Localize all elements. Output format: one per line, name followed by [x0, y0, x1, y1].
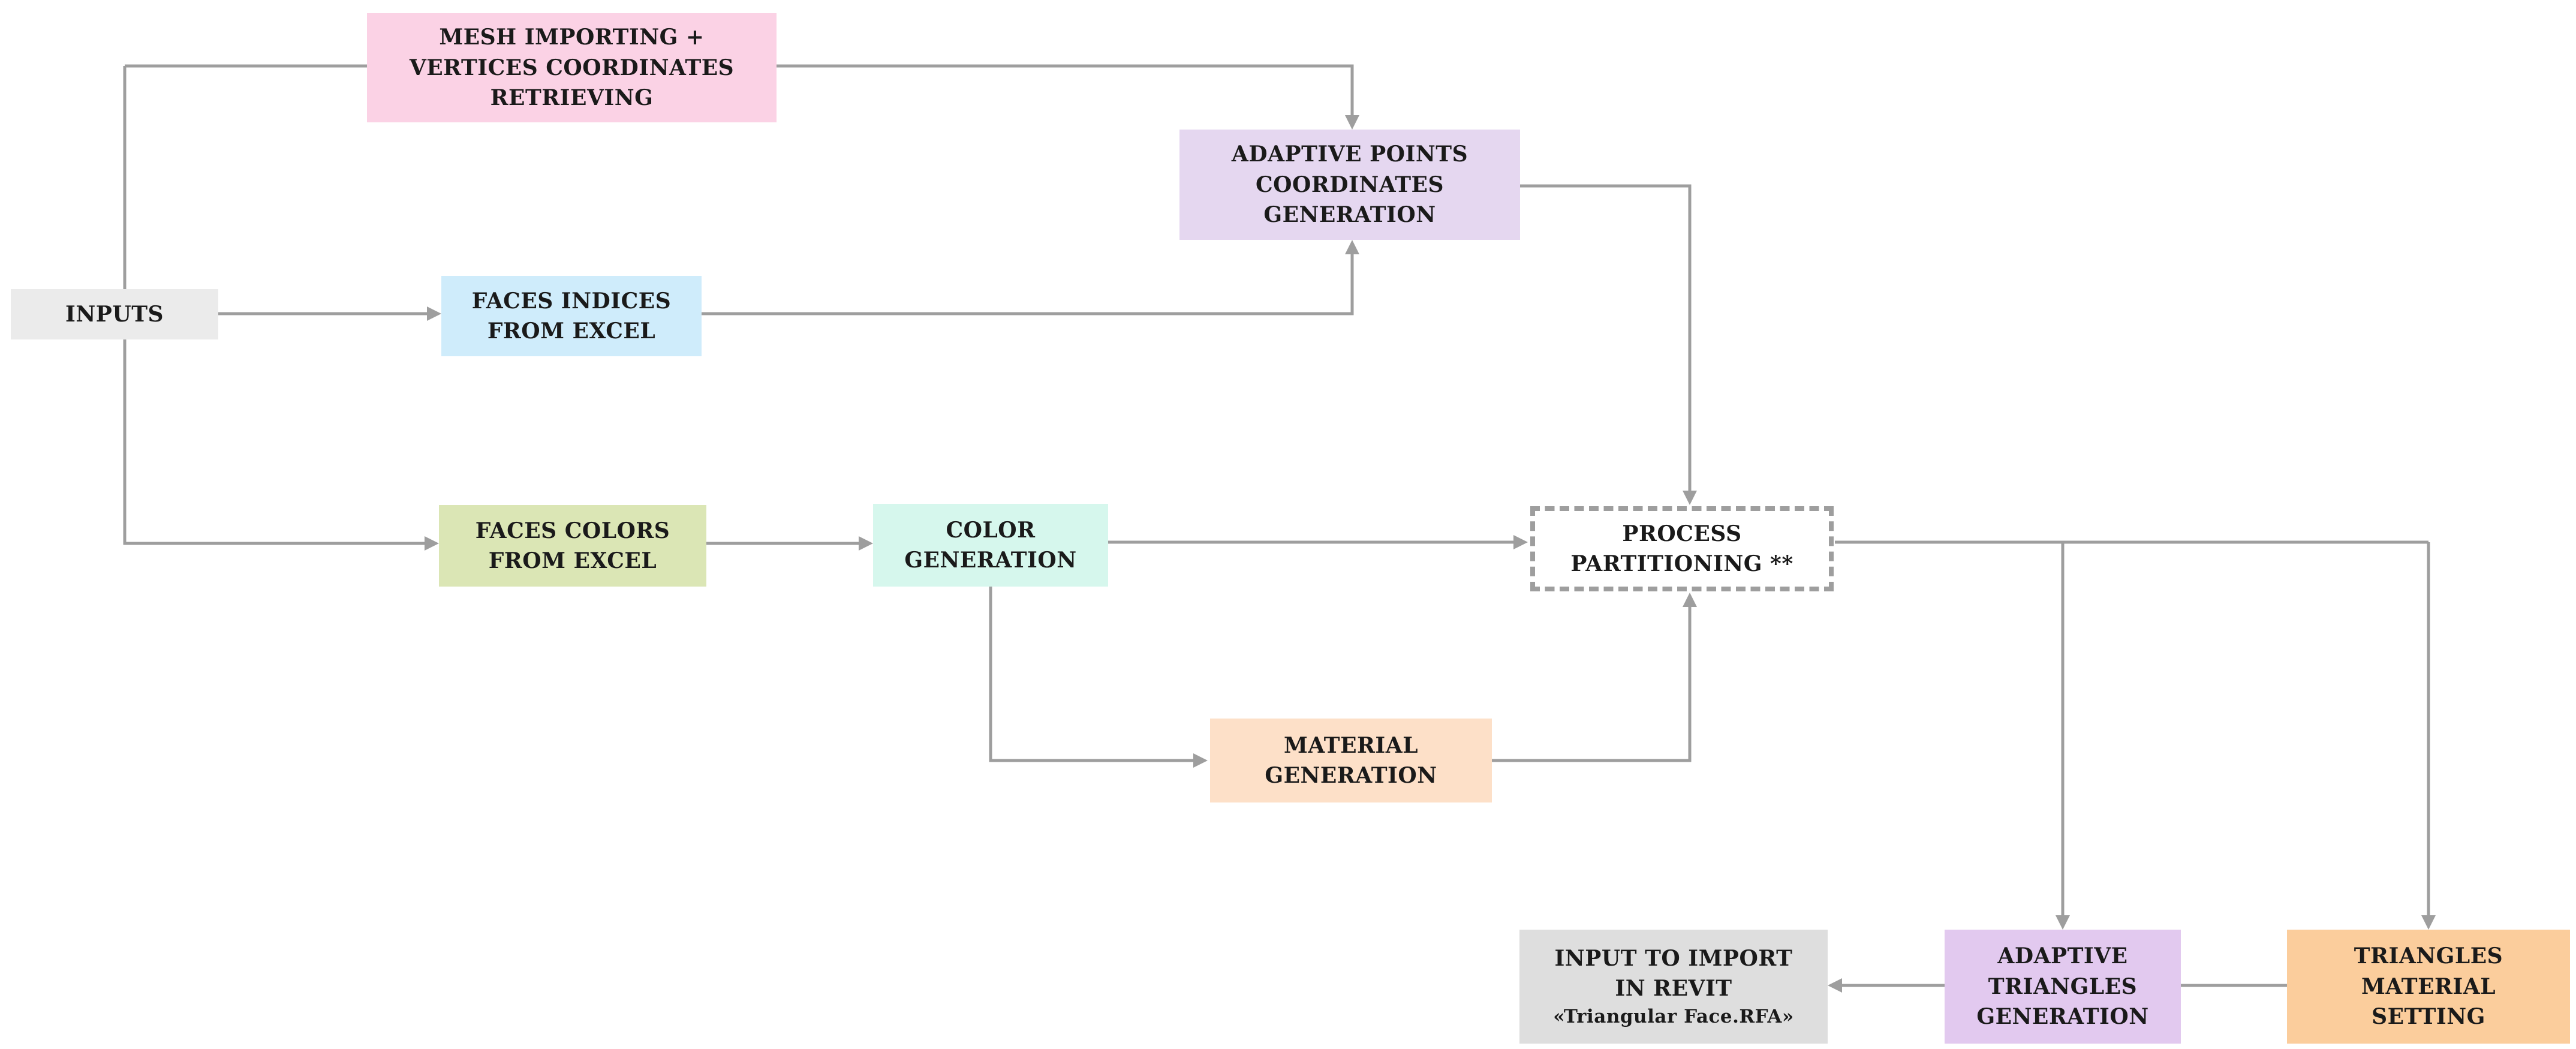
arrow-inputs-to-mesh [123, 64, 367, 314]
input-import-line-2: IN REVIT [1615, 976, 1732, 1002]
adaptive-points-line-3: GENERATION [1263, 202, 1436, 228]
adaptive-points-line-1: ADAPTIVE POINTS [1231, 142, 1468, 167]
color-generation-label: COLOR GENERATION [904, 515, 1076, 576]
arrowhead [1683, 593, 1697, 607]
arrow-inputs-to-faces-colors [123, 314, 425, 545]
arrowhead [1193, 753, 1208, 768]
arrow-process-to-adaptive-triangles [1835, 540, 2428, 915]
color-generation-node: COLOR GENERATION [873, 504, 1108, 587]
arrowhead [425, 536, 439, 551]
faces-colors-line-1: FACES COLORS [475, 518, 670, 543]
mesh-line-2: VERTICES COORDINATES [409, 55, 735, 80]
arrowhead [859, 536, 873, 551]
arrowhead [1345, 240, 1359, 254]
material-generation-label: MATERIAL GENERATION [1265, 731, 1437, 791]
arrowhead [2056, 915, 2070, 930]
faces-indices-node: FACES INDICES FROM EXCEL [441, 276, 702, 356]
arrowhead [427, 306, 441, 321]
arrow-faces-indices-to-adaptive-points [702, 254, 1354, 315]
color-gen-line-2: GENERATION [904, 548, 1077, 573]
process-partitioning-label: PROCESS PARTITIONING ** [1570, 519, 1793, 579]
adaptive-points-node: ADAPTIVE POINTS COORDINATES GENERATION [1179, 130, 1520, 240]
mesh-line-3: RETRIEVING [490, 85, 654, 111]
process-line-1: PROCESS [1622, 521, 1742, 546]
color-gen-line-1: COLOR [946, 517, 1036, 543]
material-generation-node: MATERIAL GENERATION [1210, 719, 1492, 802]
adaptive-triangles-line-1: ADAPTIVE [1997, 943, 2128, 969]
arrow-adaptive-points-to-process [1520, 184, 1692, 491]
inputs-line-1: INPUTS [65, 301, 164, 327]
triangles-material-line-3: SETTING [2372, 1004, 2485, 1030]
adaptive-points-line-2: COORDINATES [1256, 172, 1444, 197]
adaptive-triangles-line-3: GENERATION [1976, 1004, 2149, 1030]
adaptive-points-label: ADAPTIVE POINTS COORDINATES GENERATION [1232, 139, 1468, 230]
faces-indices-label: FACES INDICES FROM EXCEL [472, 286, 671, 347]
process-partitioning-node: PROCESS PARTITIONING ** [1530, 506, 1834, 591]
triangles-material-node: TRIANGLES MATERIAL SETTING [2287, 930, 2570, 1044]
inputs-node: INPUTS [11, 289, 218, 339]
faces-indices-line-1: FACES INDICES [471, 288, 672, 314]
faces-indices-line-2: FROM EXCEL [487, 318, 656, 344]
process-line-2: PARTITIONING ** [1570, 551, 1793, 576]
arrowhead [1345, 115, 1359, 130]
adaptive-triangles-line-2: TRIANGLES [1988, 973, 2138, 999]
input-import-line-3: «Triangular Face.RFA» [1553, 1005, 1794, 1027]
triangles-material-line-1: TRIANGLES [2354, 943, 2503, 969]
input-to-import-label: INPUT TO IMPORT IN REVIT «Triangular Face.… [1553, 943, 1794, 1030]
faces-colors-line-2: FROM EXCEL [488, 548, 657, 573]
mesh-importing-node: MESH IMPORTING + VERTICES COORDINATES RETR… [367, 13, 777, 122]
faces-colors-label: FACES COLORS FROM EXCEL [476, 516, 670, 576]
material-gen-line-2: GENERATION [1265, 763, 1437, 788]
inputs-label: INPUTS [65, 299, 164, 329]
mesh-importing-label: MESH IMPORTING + VERTICES COORDINATES RETR… [410, 22, 734, 113]
arrowhead [1828, 978, 1842, 993]
arrow-material-gen-to-process [1492, 607, 1692, 762]
arrowhead [1513, 535, 1528, 549]
material-gen-line-1: MATERIAL [1283, 732, 1419, 758]
triangles-material-label: TRIANGLES MATERIAL SETTING [2354, 941, 2503, 1032]
input-to-import-node: INPUT TO IMPORT IN REVIT «Triangular Face.… [1519, 930, 1828, 1044]
arrowhead [1683, 491, 1697, 505]
arrow-color-gen-to-material-gen [989, 587, 1193, 762]
mesh-line-1: MESH IMPORTING + [439, 25, 705, 50]
arrowhead [2421, 915, 2436, 930]
arrow-mesh-to-adaptive-points [777, 64, 1354, 115]
faces-colors-node: FACES COLORS FROM EXCEL [439, 505, 706, 587]
input-import-line-1: INPUT TO IMPORT [1554, 945, 1793, 971]
triangles-material-line-2: MATERIAL [2361, 973, 2496, 999]
adaptive-triangles-label: ADAPTIVE TRIANGLES GENERATION [1976, 941, 2148, 1032]
adaptive-triangles-node: ADAPTIVE TRIANGLES GENERATION [1945, 930, 2181, 1044]
